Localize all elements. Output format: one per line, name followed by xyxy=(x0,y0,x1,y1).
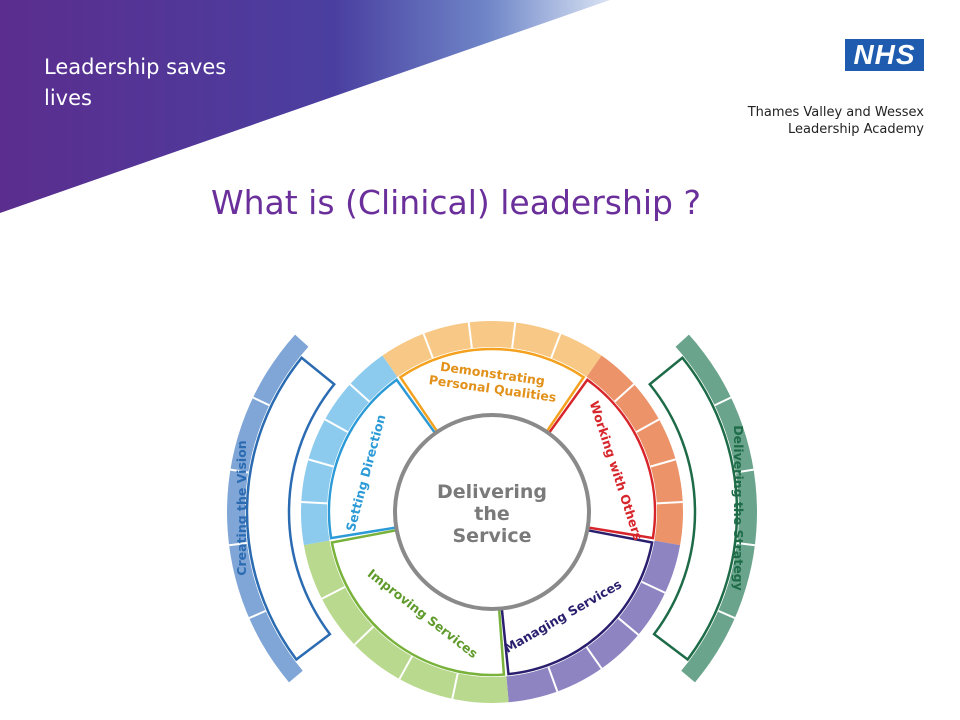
creating-the-vision-panel xyxy=(245,356,336,662)
center-circle xyxy=(393,413,591,611)
band-tick xyxy=(301,501,328,505)
center-line-2: the xyxy=(474,503,510,525)
band-tick xyxy=(451,673,459,700)
outer-band-demonstrating-personal-qualities xyxy=(382,321,602,377)
band-tick xyxy=(641,580,666,594)
outer-band-improving-services xyxy=(303,540,509,703)
page-title: What is (Clinical) leadership ? xyxy=(210,183,702,222)
band-tick xyxy=(736,541,756,547)
band-tick xyxy=(252,396,270,407)
organisation-line-1: Thames Valley and Wessex xyxy=(747,105,924,120)
center-line-3: Service xyxy=(453,525,532,547)
delivering-the-strategy-panel xyxy=(648,356,739,662)
outer-label-creating-the-vision: Creating the Vision xyxy=(234,440,249,575)
tagline: Leadership saves lives xyxy=(44,55,227,110)
band-tick xyxy=(585,646,603,670)
band-tick xyxy=(511,322,517,349)
band-tick xyxy=(349,383,371,403)
band-tick xyxy=(550,333,562,359)
band-tick xyxy=(321,586,346,600)
band-tick xyxy=(230,468,249,474)
delivering-the-strategy-band xyxy=(675,334,757,683)
outer-band-setting-direction xyxy=(301,355,398,546)
band-tick xyxy=(353,625,375,646)
outer-band-working-with-others xyxy=(586,355,683,546)
band-tick xyxy=(714,396,732,407)
band-tick xyxy=(467,322,473,349)
band-tick xyxy=(617,617,639,636)
band-tick xyxy=(228,541,248,547)
organisation-name: Thames Valley and Wessex Leadership Acad… xyxy=(748,104,924,138)
band-tick xyxy=(635,418,660,433)
band-tick xyxy=(717,609,736,620)
band-tick xyxy=(248,609,267,620)
center-line-1: Delivering xyxy=(437,481,547,503)
nhs-logo: NHS xyxy=(845,39,924,71)
band-tick xyxy=(422,333,434,359)
creating-the-vision-band xyxy=(227,334,309,683)
band-tick xyxy=(398,655,413,680)
outer-band-managing-services xyxy=(506,540,681,703)
band-tick xyxy=(308,458,334,468)
band-tick xyxy=(324,418,349,433)
outer-label-delivering-the-strategy: Delivering the Strategy xyxy=(731,425,746,591)
band-tick xyxy=(650,458,676,468)
nhs-logo-text: NHS xyxy=(853,39,916,70)
band-tick xyxy=(735,468,754,474)
band-tick xyxy=(613,383,635,403)
band-tick xyxy=(547,666,559,692)
organisation-line-2: Leadership Academy xyxy=(788,122,924,137)
band-tick xyxy=(656,501,683,505)
